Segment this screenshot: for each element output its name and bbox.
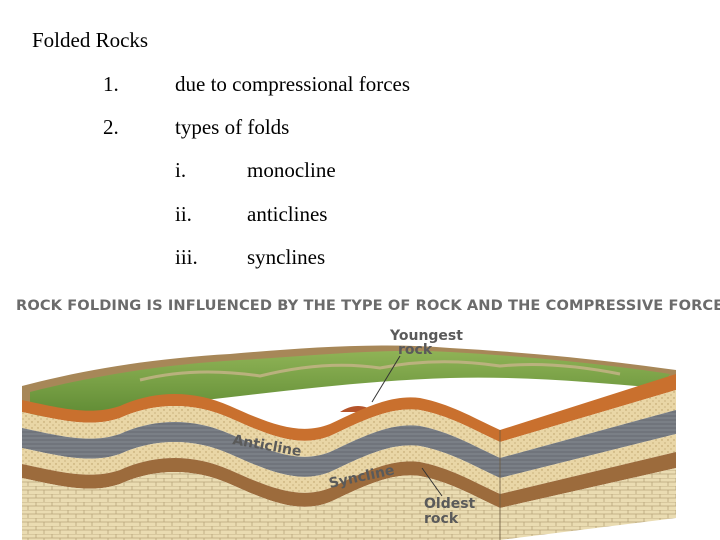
sublist-item-marker-3: iii. [175,245,198,270]
label-oldest-1: Oldest [424,496,476,512]
list-item-marker-2: 2. [103,115,119,140]
slide-title: Folded Rocks [32,28,148,53]
sublist-item-text-1: monocline [247,158,336,183]
rock-folding-diagram: Youngest rock Anticline Syncline Oldest … [0,318,720,540]
list-item-text-1: due to compressional forces [175,72,410,97]
figure-banner: ROCK FOLDING IS INFLUENCED BY THE TYPE O… [16,297,720,314]
label-oldest-2: rock [424,511,459,527]
sublist-item-text-3: synclines [247,245,325,270]
label-youngest-2: rock [398,342,433,358]
list-item-marker-1: 1. [103,72,119,97]
sublist-item-marker-1: i. [175,158,186,183]
side-layers [500,374,676,540]
sublist-item-text-2: anticlines [247,202,327,227]
list-item-text-2: types of folds [175,115,289,140]
sublist-item-marker-2: ii. [175,202,192,227]
